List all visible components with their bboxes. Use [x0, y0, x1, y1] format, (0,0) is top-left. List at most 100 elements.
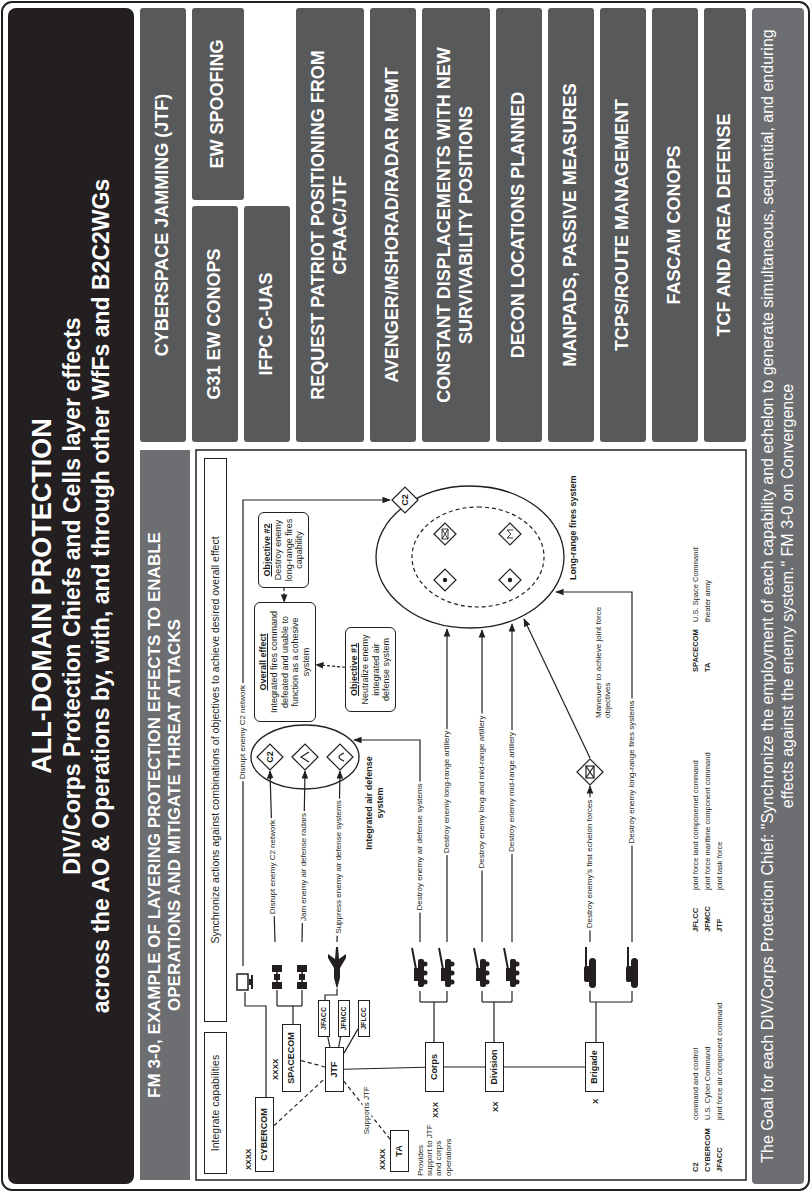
capability-bar: REQUEST PATRIOT POSITIONING FROM CFAAC/J…	[296, 8, 364, 442]
connector	[344, 1067, 425, 1069]
echelon-mark: XXXX	[378, 1149, 387, 1170]
node-text: TA	[394, 1133, 405, 1169]
abbreviation-term: TA	[704, 663, 713, 672]
node-text: JTF	[329, 1050, 340, 1089]
component-box: JFACC	[318, 1000, 330, 1037]
echelon-box: CYBERCOM	[255, 1097, 274, 1172]
connector-label: Supports JTF	[362, 1084, 371, 1136]
node-text: CONSTANT DISPLACEMENTS WITH NEW SURVIVAB…	[434, 18, 477, 432]
node-text: C2	[400, 494, 411, 506]
node-text: CYBERCOM	[259, 1100, 270, 1169]
diamond-outline	[392, 487, 418, 513]
title: ALL-DOMAIN PROTECTION	[26, 418, 58, 773]
node-text: TCF AND AREA DEFENSE	[714, 114, 736, 337]
node-text: FM 3-0, EXAMPLE OF LAYERING PROTECTION E…	[145, 490, 186, 1140]
oval-outline	[251, 725, 359, 789]
line-label: Destroy enemy long-range artillery	[442, 729, 451, 855]
node-text: DECON LOCATIONS PLANNED	[508, 92, 530, 359]
echelon-mark: X	[591, 1099, 600, 1104]
node-text: MANPADS, PASSIVE MEASURES	[560, 83, 582, 366]
echelon-box: Brigade	[585, 1042, 604, 1092]
node-text: AVENGER/MSHORAD/RADAR MGMT	[382, 67, 404, 383]
line-label: Destroy enemy's first echelon forces	[585, 798, 594, 931]
capability-bar: G31 EW CONOPS	[192, 206, 238, 442]
oval-outline	[375, 455, 585, 629]
echelon-box: JTF	[325, 1047, 344, 1092]
subtitle: DIV/Corps Protection Chiefs and Cells la…	[58, 317, 87, 874]
node-text: Overall effect	[258, 607, 269, 717]
node-text: C2	[265, 751, 276, 763]
node-text: REQUEST PATRIOT POSITIONING FROM CFAAC/J…	[308, 18, 351, 432]
c2-diamond: C2	[257, 744, 283, 770]
echelon-mark: XXXX	[244, 1149, 253, 1170]
echelon-box: Corps	[425, 1042, 444, 1092]
abbreviation-term: C2	[692, 1162, 701, 1172]
line-label: Destroy enemy long and mid-range artille…	[477, 714, 486, 871]
capability-bar: AVENGER/MSHORAD/RADAR MGMT	[370, 8, 416, 442]
echelon-box: TA	[390, 1130, 409, 1172]
connector	[316, 665, 345, 668]
diagram-frame	[196, 450, 746, 1180]
abbreviation-term: SPACECOM	[692, 629, 701, 672]
echelon-box: Division	[485, 1042, 504, 1092]
node-body: Destroy enemy long-range fires capabilit…	[273, 517, 305, 583]
component-box: JFLCC	[358, 1000, 370, 1037]
node-text: Integrate capabilities	[209, 1039, 222, 1167]
title-band: ALL-DOMAIN PROTECTIONDIV/Corps Protectio…	[8, 8, 134, 1184]
abbreviation-term: CYBERCOM	[704, 1128, 713, 1172]
line-label: Destroy enemy air defense systems	[415, 781, 424, 912]
subtitle: across the AO & Operations by, with, and…	[87, 179, 116, 1013]
abbreviation-definition: joint force land componernet command	[692, 760, 701, 890]
node-text: FASCAM CONOPS	[664, 146, 686, 305]
abbreviation-definition: theater army	[704, 580, 713, 622]
abbreviation-term: JFLCC	[692, 908, 701, 932]
capability-bar: EW SPOOFING	[192, 8, 244, 200]
echelon-mark: XX	[491, 1101, 500, 1112]
connector	[283, 588, 284, 602]
capability-bar: TCF AND AREA DEFENSE	[704, 8, 746, 442]
abbreviation-term: JFACC	[716, 1147, 725, 1172]
system-oval: Long-range fires system C2	[375, 455, 585, 629]
connector	[504, 1066, 585, 1067]
note: Provides support to JTF and corps operat…	[416, 1124, 453, 1176]
abbreviation-definition: joint force maritime component command	[704, 752, 713, 890]
node-text: Brigade	[589, 1045, 600, 1089]
force-icons	[237, 947, 638, 990]
capability-bar: TCPS/ROUTE MANAGEMENT	[600, 8, 646, 442]
connector	[301, 1061, 325, 1067]
caption-band: The Goal for each DIV/Corps Protection C…	[752, 8, 804, 1184]
component-box: JFMCC	[338, 1000, 350, 1037]
objective-box: Objective #1Neutralize enemy integrated …	[345, 627, 396, 712]
line-label: Disrupt enemy C2 network	[238, 683, 247, 781]
objective-box: Objective #2Destroy enemy long-range fir…	[258, 512, 309, 588]
node-text: Long-range fires system	[568, 475, 579, 580]
heading-box: Synchronize actions against combinations…	[204, 458, 227, 1022]
abbreviation-definition: command and control	[692, 1048, 701, 1120]
node-body: Neutralize enemy integrated air defense …	[360, 632, 392, 707]
capability-bar: DECON LOCATIONS PLANNED	[496, 8, 542, 442]
node-text: Objective #1	[349, 632, 360, 707]
section-header: FM 3-0, EXAMPLE OF LAYERING PROTECTION E…	[140, 450, 190, 1180]
node-text: Synchronize actions against combinations…	[209, 465, 222, 1015]
node-text: TCPS/ROUTE MANAGEMENT	[612, 99, 634, 351]
abbreviation-definition: U.S. Space Command	[692, 547, 701, 622]
node-text: CYBERSPACE JAMMING (JTF)	[152, 94, 174, 357]
echelon-mark: XXXX	[271, 1059, 280, 1080]
node-text: SPACECOM	[286, 1027, 297, 1089]
abbreviation-definition: U.S. Cyber Command	[704, 1047, 713, 1120]
abbreviation-definition: joint task force	[716, 842, 725, 890]
caption: The Goal for each DIV/Corps Protection C…	[758, 20, 798, 1172]
node-text: Objective #2	[262, 517, 273, 583]
line-label: Disrupt enemy C2 network	[268, 818, 277, 916]
c2-diamond: C2	[392, 487, 418, 513]
node-body: Integrated fires command defeated and un…	[269, 607, 312, 717]
node-text: EW SPOOFING	[207, 40, 229, 169]
line-label: Destroy enemy mid-range artillery	[507, 730, 516, 854]
node-text: G31 EW CONOPS	[204, 248, 226, 399]
diamond-outline	[257, 744, 283, 770]
abbreviation-term: JFMCC	[704, 906, 713, 932]
line-label: Maneuver to achieve joint force objectiv…	[594, 602, 612, 718]
capability-bar: MANPADS, PASSIVE MEASURES	[548, 8, 594, 442]
